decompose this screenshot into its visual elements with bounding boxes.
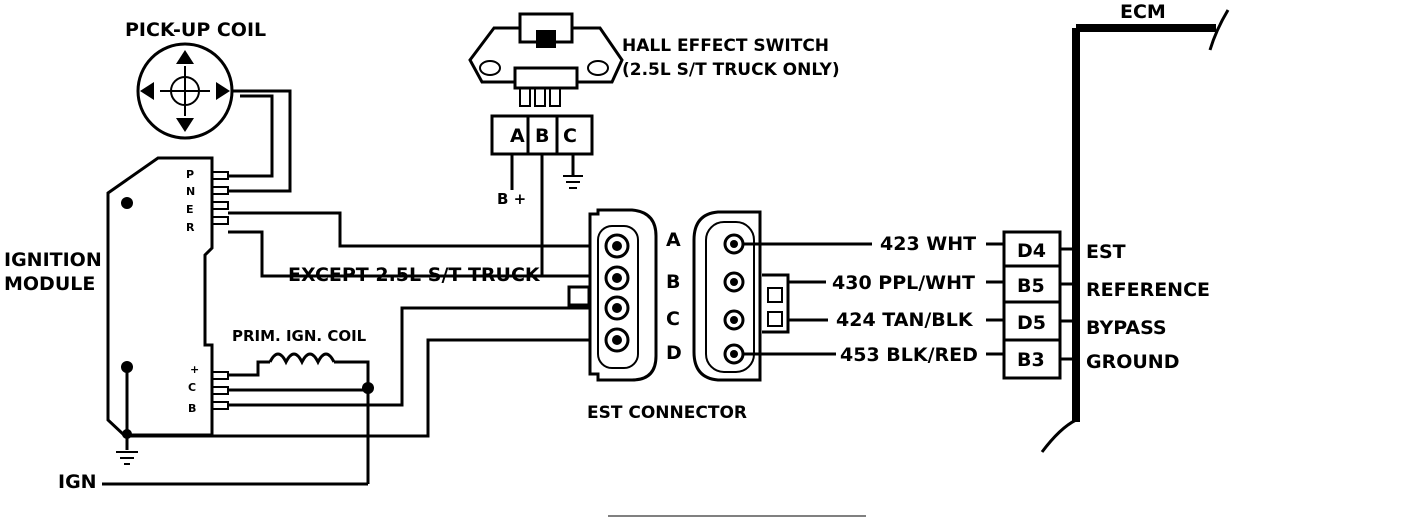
hall-switch-label-1: HALL EFFECT SWITCH [622, 36, 829, 56]
prim-ign-coil-label: PRIM. IGN. COIL [232, 327, 367, 345]
module-pin-b: B [188, 402, 196, 415]
pickup-coil-label: PICK-UP COIL [125, 19, 266, 41]
est-pin-a: A [666, 229, 681, 251]
module-r-to-est-b [228, 230, 596, 278]
hall-effect-switch [468, 12, 624, 156]
ecm-pin-b5: B5 [1017, 275, 1045, 297]
est-latch [567, 285, 591, 307]
hall-pin-c: C [563, 125, 577, 147]
module-e-to-est-a [228, 211, 596, 248]
ignition-module-label-2: MODULE [4, 273, 95, 295]
ecm-signal-est: EST [1086, 241, 1126, 263]
pickup-wire-2 [228, 94, 274, 178]
module-pin-r: R [186, 221, 195, 234]
pickup-coil [136, 42, 234, 140]
ecm-label: ECM [1120, 1, 1166, 23]
primary-ignition-coil [228, 352, 374, 484]
est-pin-b: B [666, 271, 680, 293]
ecm-boundary [1040, 9, 1230, 453]
except-truck-label: EXCEPT 2.5L S/T TRUCK [288, 264, 541, 286]
ecm-pin-d4: D4 [1017, 240, 1046, 262]
module-pin-p: P [186, 168, 194, 181]
wire-430-label: 430 PPL/WHT [832, 272, 975, 294]
ignition-module-label-1: IGNITION [4, 249, 102, 271]
est-pin-c: C [666, 308, 680, 330]
ecm-signal-bypass: BYPASS [1086, 317, 1167, 339]
est-connector-male [692, 210, 790, 382]
wire-424-label: 424 TAN/BLK [836, 309, 974, 331]
ignition-module [106, 156, 229, 437]
wire-423-label: 423 WHT [880, 233, 976, 255]
pickup-wire-1 [228, 89, 292, 193]
module-pin-n: N [186, 185, 195, 198]
ecm-terminal-block [1002, 230, 1076, 380]
hall-pin-b: B [535, 125, 549, 147]
est-connector-female [588, 208, 658, 382]
hall-pin-a: A [510, 125, 525, 147]
module-c-to-coil [228, 388, 370, 392]
module-pin-plus: + [190, 363, 199, 376]
ecm-pin-d5: D5 [1017, 312, 1046, 334]
module-b-to-est-c [228, 306, 596, 407]
ecm-signal-reference: REFERENCE [1086, 279, 1210, 301]
est-connector-label: EST CONNECTOR [587, 403, 747, 423]
ecm-signal-ground: GROUND [1086, 351, 1179, 373]
ecm-pin-b3: B3 [1017, 349, 1045, 371]
b-plus-label: B + [497, 190, 526, 208]
ground-to-est-d [126, 338, 596, 438]
module-pin-e: E [186, 203, 194, 216]
est-pin-d: D [666, 342, 682, 364]
ign-label: IGN [58, 471, 97, 493]
module-pin-c: C [188, 381, 196, 394]
hall-switch-label-2: (2.5L S/T TRUCK ONLY) [622, 60, 840, 80]
hall-ground-symbol [563, 154, 583, 189]
wire-453-label: 453 BLK/RED [840, 344, 978, 366]
